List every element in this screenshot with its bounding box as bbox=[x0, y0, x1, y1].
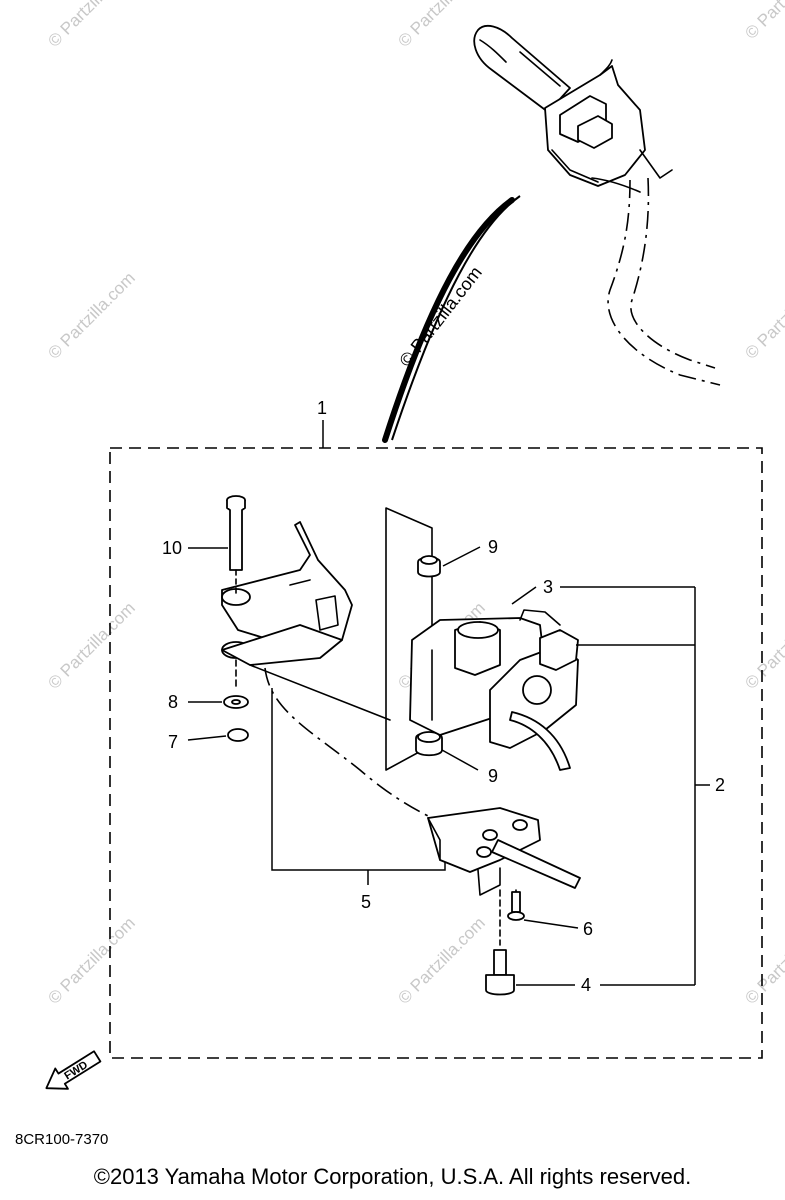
bolt-10-part bbox=[188, 495, 246, 596]
callout-9-bottom: 9 bbox=[488, 766, 498, 786]
callout-8: 8 bbox=[168, 692, 178, 712]
watermark: © Partzilla.com bbox=[394, 913, 488, 1007]
bolt-4-part bbox=[485, 889, 515, 996]
copyright-notice: ©2013 Yamaha Motor Corporation, U.S.A. A… bbox=[93, 1164, 692, 1189]
watermark: © Partzilla.com bbox=[741, 913, 785, 1007]
callout-10: 10 bbox=[162, 538, 182, 558]
fwd-arrow-icon: FWD bbox=[45, 1050, 102, 1090]
callout-6: 6 bbox=[583, 919, 593, 939]
throttle-cable bbox=[249, 664, 391, 721]
screw-6-part bbox=[507, 889, 525, 921]
watermark: © Partzilla.com bbox=[741, 0, 785, 43]
watermark: © Partzilla.com bbox=[44, 598, 138, 692]
callout-5: 5 bbox=[361, 892, 371, 912]
callout-9-top: 9 bbox=[488, 537, 498, 557]
watermark: © Partzilla.com bbox=[741, 598, 785, 692]
diagram-code: 8CR100-7370 bbox=[15, 1131, 109, 1148]
watermark-dark: © Partzilla.com bbox=[395, 263, 485, 371]
switch-assembly-part bbox=[409, 609, 579, 771]
callout-4: 4 bbox=[581, 975, 591, 995]
handlebar-illustration bbox=[382, 24, 721, 443]
watermark: © Partzilla.com bbox=[741, 268, 785, 362]
grommet-9-bottom-part bbox=[415, 731, 443, 757]
watermark-group: © Partzilla.com © Partzilla.com © Partzi… bbox=[44, 0, 785, 1008]
cable-bracket-part bbox=[427, 807, 581, 896]
callout-2: 2 bbox=[715, 775, 725, 795]
assembly-boundary bbox=[109, 447, 763, 1059]
watermark: © Partzilla.com bbox=[44, 913, 138, 1007]
callout-7: 7 bbox=[168, 732, 178, 752]
grommet-9-top-part bbox=[417, 555, 441, 578]
watermark: © Partzilla.com bbox=[44, 268, 138, 362]
callout-1: 1 bbox=[317, 398, 327, 418]
watermark: © Partzilla.com bbox=[44, 0, 138, 51]
circlip-7-part bbox=[227, 728, 249, 742]
callout-3: 3 bbox=[543, 577, 553, 597]
